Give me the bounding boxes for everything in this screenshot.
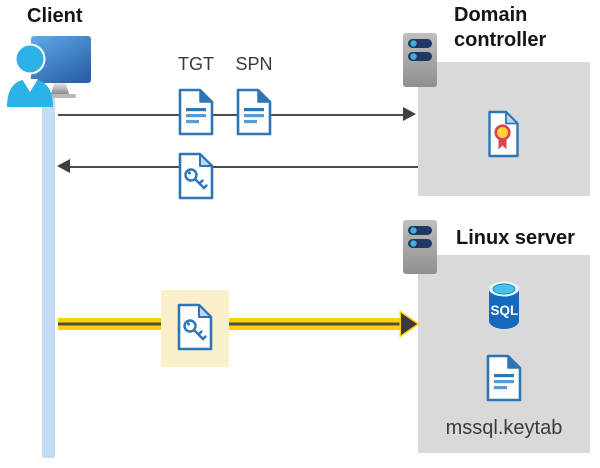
user-head-icon: [14, 43, 46, 75]
user-collar-icon: [22, 79, 38, 92]
key-ticket-document-icon: [178, 152, 214, 200]
dc-to-client-arrowhead-icon: [57, 159, 70, 173]
user-body-icon: [7, 79, 53, 107]
tgt-label: TGT: [178, 54, 214, 74]
service-ticket-document-icon: [177, 303, 213, 351]
certificate-icon: [488, 110, 519, 158]
monitor-icon: [31, 36, 91, 83]
client-lifeline-bar: [42, 93, 55, 458]
client-computer-icon: [7, 36, 91, 107]
linux-server-label: Linux server: [456, 227, 575, 249]
highlight-arrowhead-icon: [399, 310, 420, 338]
tgt-document-icon: [178, 88, 214, 136]
domain-controller-label: Domain controller: [454, 4, 547, 51]
dc-to-client-arrow-line: [68, 166, 418, 168]
spn-label: SPN: [235, 54, 273, 74]
client-to-dc-arrowhead-icon: [403, 107, 416, 121]
client-label: Client: [27, 5, 83, 27]
client-to-sql-highlight-arrow: [58, 310, 420, 338]
sql-database-icon: SQL: [489, 281, 519, 329]
sql-label: SQL: [491, 303, 519, 318]
linux-server-icon: [403, 220, 437, 274]
domain-controller-server-icon: [403, 33, 437, 87]
keytab-file-icon: [486, 354, 522, 402]
monitor-base-icon: [46, 94, 76, 98]
spn-document-icon: [236, 88, 272, 136]
monitor-stand-icon: [51, 83, 69, 94]
client-to-dc-arrow-line: [58, 114, 404, 116]
keytab-filename-label: mssql.keytab: [445, 417, 563, 439]
